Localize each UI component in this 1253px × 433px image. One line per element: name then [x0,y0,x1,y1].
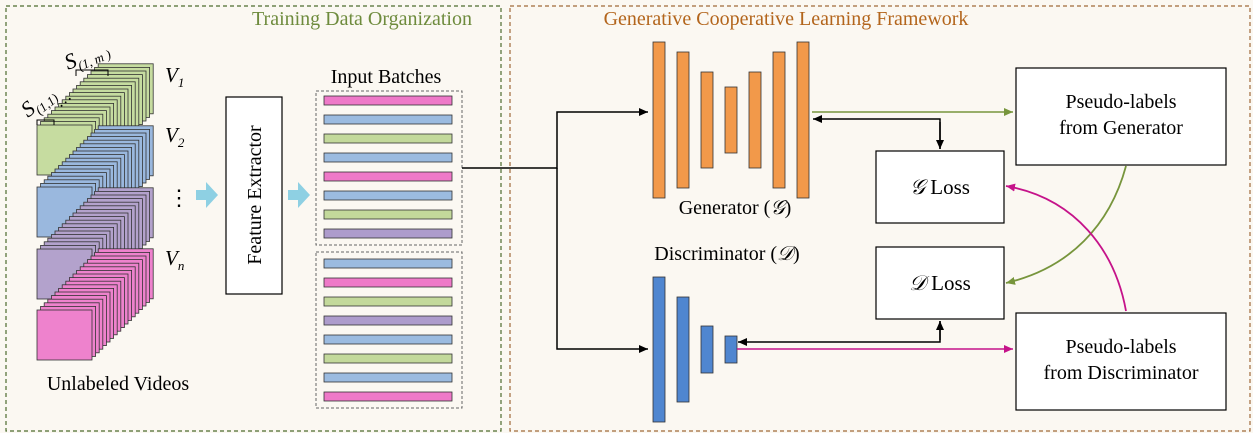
generator-loss-label: 𝒢 Loss [910,175,970,199]
generator-layer [796,41,810,199]
batch-bar-bottom [323,258,453,269]
training-section-border [5,5,502,432]
generator-layer [652,41,666,199]
discriminator-network [652,276,738,423]
discriminator-loss-box [875,246,1005,320]
batch-bar-bottom [323,391,453,402]
video-stacks [36,63,154,361]
batch-bar-bottom [323,277,453,288]
generator-layer [700,71,714,169]
generator-layer [724,86,738,154]
segment-first-bracket [36,119,55,125]
discriminator-label: Discriminator (𝒟) [654,243,799,265]
pseudo-labels-generator-line1: Pseudo-labels [1065,91,1176,113]
connector-batches-to-generator [462,108,648,169]
pseudo-labels-discriminator-line1: Pseudo-labels [1065,336,1176,358]
batch-bar-bottom [323,353,453,364]
video-label-v2: V2 [165,123,185,150]
generator-layer [676,51,690,189]
curve-discriminator-labels-to-gloss [1005,183,1127,312]
batch-bar-bottom [323,296,453,307]
discriminator-layer [724,335,738,364]
framework-section-border [509,5,1251,432]
batch-bar-top [323,114,453,125]
video-stack-vn [36,248,154,361]
pseudo-labels-generator-line2: from Generator [1059,117,1183,139]
discriminator-layer [700,325,714,374]
pseudo-labels-discriminator-box [1015,312,1227,411]
segment-last-bracket [75,69,109,76]
feature-extractor-box [225,96,283,295]
generator-label: Generator (𝒢) [679,197,792,219]
batch-bar-bottom [323,334,453,345]
curve-generator-labels-to-dloss [1005,165,1127,285]
input-batches-title: Input Batches [331,66,442,88]
generator-loss-box [875,150,1005,224]
discriminator-layer [676,296,690,403]
batch-bars [323,95,453,402]
unlabeled-videos-caption: Unlabeled Videos [47,373,190,395]
generator-network [652,41,810,199]
video-label-vn: Vn [165,246,184,273]
video-frame [36,309,93,361]
batch-bar-top [323,190,453,201]
batch-group-bottom [315,251,463,409]
batch-bar-top [323,209,453,220]
generator-layer [748,71,762,169]
discriminator-layer [652,276,666,423]
batch-bar-top [323,133,453,144]
feature-extractor-label: Feature Extractor [244,125,266,265]
framework-section-title: Generative Cooperative Learning Framewor… [604,8,969,30]
training-section-title: Training Data Organization [252,8,472,30]
batch-bar-top [323,171,453,182]
arrow-videos-to-extractor [196,182,218,208]
arrow-extractor-to-batches [288,182,310,208]
connector-batches-to-discriminator [556,168,648,353]
batch-bar-top [323,95,453,106]
batch-bar-top [323,152,453,163]
batch-bar-top [323,228,453,239]
discriminator-loss-label: 𝒟 Loss [909,271,971,295]
batch-bar-bottom [323,315,453,326]
pseudo-labels-generator-box [1015,67,1227,166]
pseudo-labels-discriminator-line2: from Discriminator [1044,362,1199,384]
video-vertical-ellipsis: ⋮ [168,185,190,210]
video-label-v1: V1 [165,63,184,90]
generator-layer [772,51,786,189]
batch-bar-bottom [323,372,453,383]
